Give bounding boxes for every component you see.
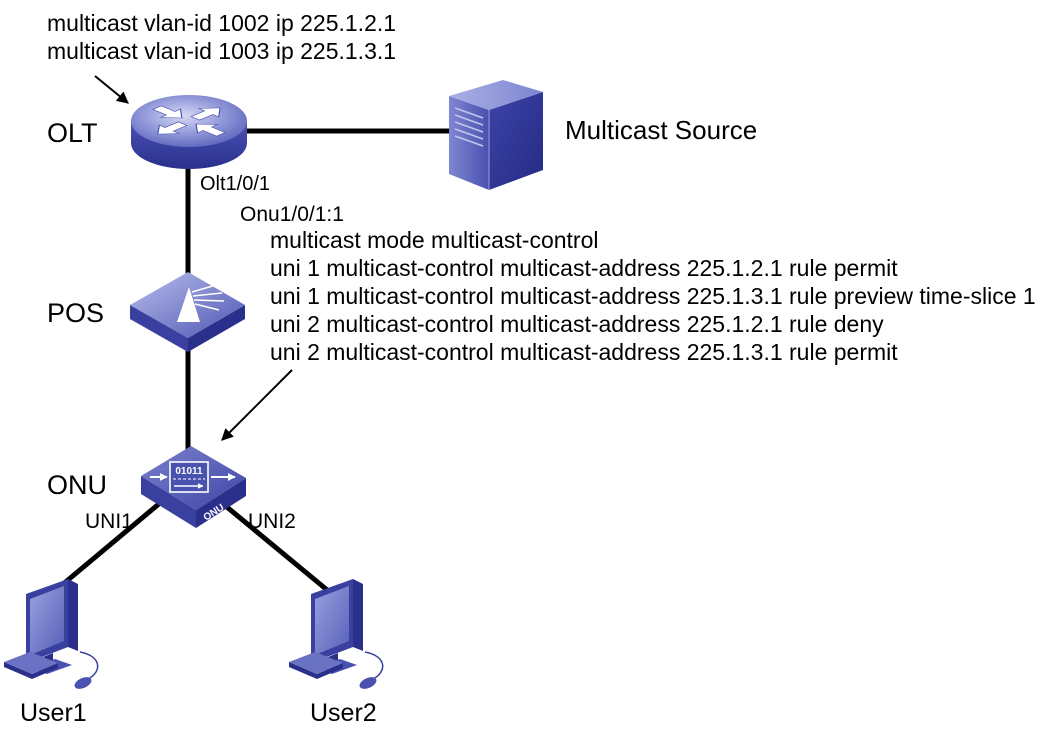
pos-side-left (130, 305, 188, 352)
pc-keyboard-side (289, 662, 343, 679)
pos-splitter-icon (130, 272, 245, 352)
pos-side-right (188, 305, 245, 352)
callout-arrow-onu (221, 369, 293, 441)
user1-pc-icon (4, 579, 99, 689)
onu-screen-text: 01011 (175, 466, 203, 477)
pc-mouse-cable (364, 651, 384, 680)
onu-config-line: multicast mode multicast-control (270, 227, 599, 253)
pc-monitor-side (68, 579, 78, 651)
onu-config-annotation: multicast mode multicast-control uni 1 m… (270, 227, 1036, 365)
pc-mouse-icon (359, 677, 377, 689)
olt-top (131, 95, 247, 147)
multicast-source-label: Multicast Source (565, 115, 757, 145)
olt-arrow-in-icon (195, 123, 226, 137)
server-front (449, 96, 489, 190)
user1-label: User1 (20, 699, 87, 727)
pc-mouse-icon (74, 677, 92, 689)
onu-port-label: Onu1/0/1:1 (240, 203, 344, 226)
olt-arrow-out-icon (190, 107, 221, 121)
onu-side-right (196, 478, 246, 528)
olt-arrows (152, 105, 226, 137)
olt-config-line: multicast vlan-id 1002 ip 225.1.2.1 (47, 10, 396, 36)
pc-keyboard-side (4, 662, 58, 679)
pc-monitor-screen (30, 586, 64, 655)
onu-config-line: uni 1 multicast-control multicast-addres… (270, 255, 898, 281)
pc-mouse-cable (79, 651, 99, 680)
olt-arrow-out-icon (157, 121, 188, 135)
link-onu-user2 (220, 501, 334, 596)
onu-device-icon: 01011 ONU (141, 446, 246, 528)
pc-monitor-screen (315, 586, 349, 655)
server-top (449, 80, 543, 110)
onu-label: ONU (47, 470, 107, 500)
pos-split-rays (191, 284, 225, 311)
pos-label: POS (47, 298, 104, 328)
pc-monitor-side (353, 579, 363, 651)
server-drive-bays (454, 107, 484, 147)
olt-arrow-in-icon (152, 105, 183, 119)
olt-label: OLT (47, 118, 98, 148)
onu-config-line: uni 1 multicast-control multicast-addres… (270, 283, 1036, 309)
callout-arrow-olt (94, 75, 129, 104)
olt-port-label: Olt1/0/1 (200, 173, 270, 195)
onu-config-line: uni 2 multicast-control multicast-addres… (270, 311, 884, 337)
uni1-port-label: UNI1 (85, 510, 133, 533)
olt-config-line: multicast vlan-id 1003 ip 225.1.3.1 (47, 38, 396, 64)
server-side (489, 92, 543, 190)
olt-router-icon (131, 95, 247, 169)
pos-prism-icon (177, 287, 200, 322)
olt-config-annotation: multicast vlan-id 1002 ip 225.1.2.1 mult… (47, 10, 396, 64)
user2-pc-icon (289, 579, 384, 689)
onu-side-left (141, 476, 196, 528)
user2-label: User2 (310, 699, 377, 727)
onu-config-line: uni 2 multicast-control multicast-addres… (270, 339, 898, 365)
pc-keyboard (289, 652, 343, 674)
multicast-source-server-icon (449, 80, 543, 190)
uni2-port-label: UNI2 (248, 510, 296, 533)
pc-keyboard (4, 652, 58, 674)
